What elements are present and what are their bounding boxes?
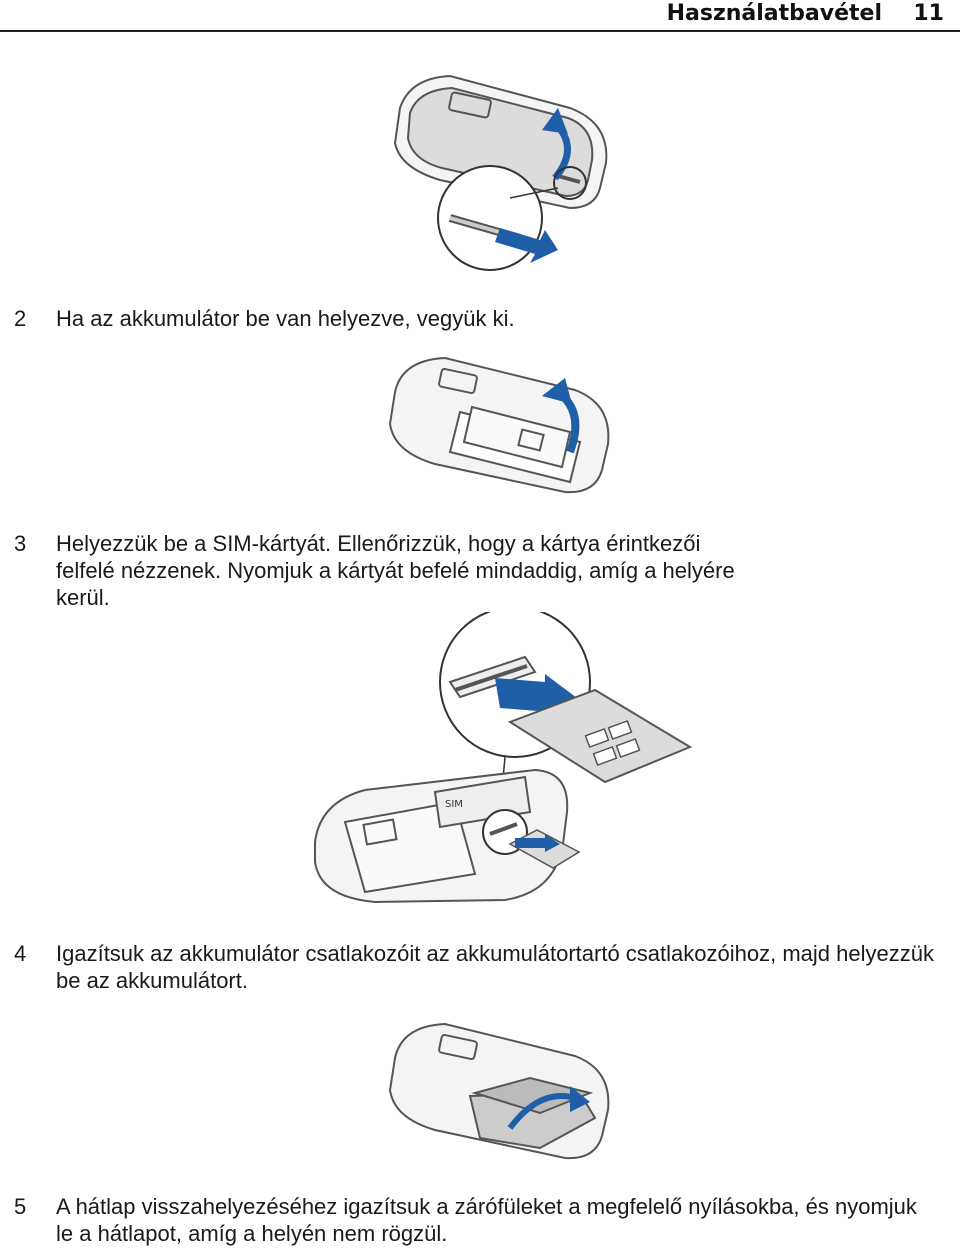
section-title: Használatbavétel	[666, 1, 882, 26]
illustration-remove-back-cover	[380, 68, 620, 278]
step-4: 4 Igazítsuk az akkumulátor csatlakozóit …	[14, 940, 934, 1000]
step-number: 4	[14, 941, 27, 966]
step-text: Helyezzük be a SIM-kártyát. Ellenőrizzük…	[56, 531, 735, 610]
step-text: Ha az akkumulátor be van helyezve, vegyü…	[56, 306, 515, 331]
step-5: 5 A hátlap visszahelyezéséhez igazítsuk …	[14, 1193, 934, 1253]
step-number: 3	[14, 531, 27, 556]
sim-slot-label: SIM	[445, 799, 463, 810]
illustration-insert-sim: SIM	[305, 612, 705, 912]
step-text: A hátlap visszahelyezéséhez igazítsuk a …	[56, 1194, 917, 1246]
step-number: 2	[14, 306, 27, 331]
step-3: 3 Helyezzük be a SIM-kártyát. Ellenőrizz…	[14, 530, 934, 610]
illustration-insert-battery	[380, 1018, 620, 1178]
step-number: 5	[14, 1194, 27, 1219]
step-text: Igazítsuk az akkumulátor csatlakozóit az…	[56, 941, 934, 993]
illustration-remove-battery	[380, 352, 620, 502]
page-number: 11	[913, 1, 944, 26]
page-header: Használatbavétel 11	[0, 0, 960, 32]
